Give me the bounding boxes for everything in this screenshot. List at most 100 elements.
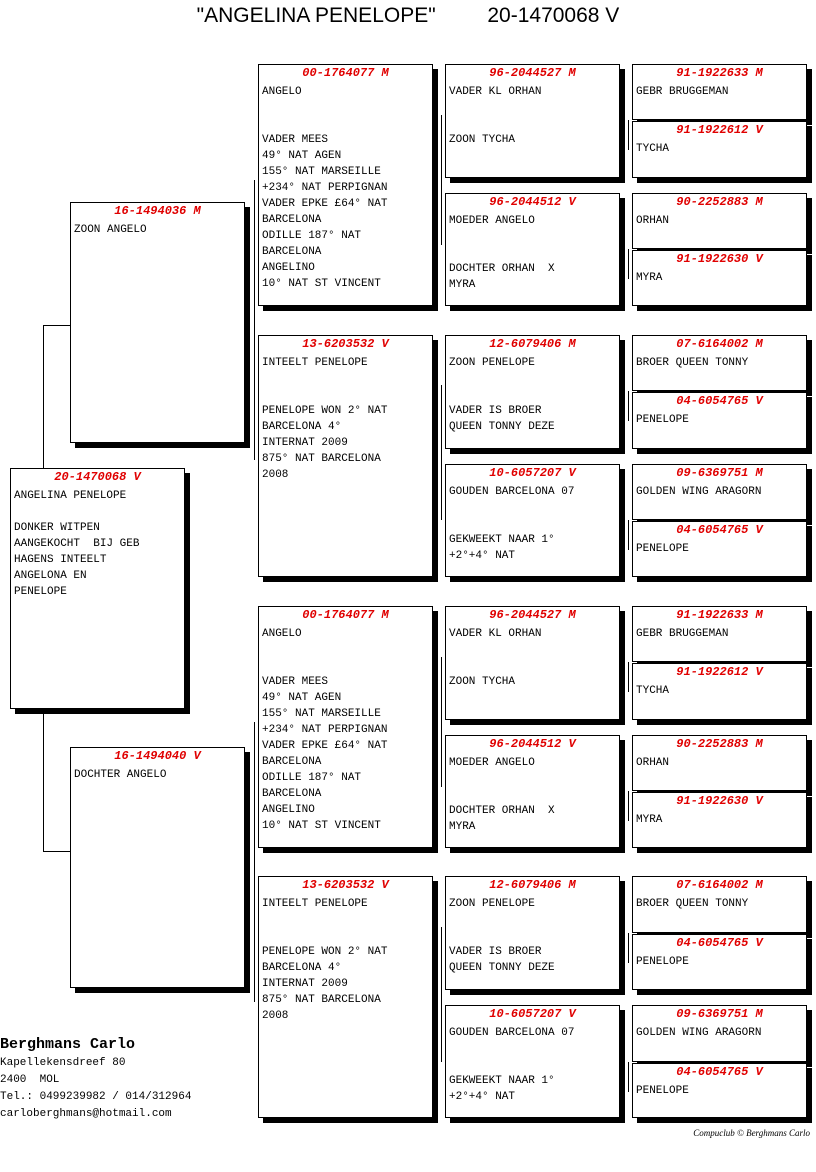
ring-number: 16-1494040 V xyxy=(114,749,201,763)
pedigree-title: "ANGELINA PENELOPE" 20-1470068 V xyxy=(0,4,816,28)
ancestor-card[interactable]: 90-2252883 M ORHAN xyxy=(632,193,807,249)
pigeon-info: ZOON PENELOPE VADER IS BROER QUEEN TONNY… xyxy=(449,898,555,974)
pigeon-info: TYCHA xyxy=(636,143,670,155)
grandfather-maternal-card[interactable]: 00-1764077 M ANGELO VADER MEES 49° NAT A… xyxy=(258,606,433,848)
pigeon-info: ANGELINA PENELOPE DONKER WITPEN AANGEKOC… xyxy=(14,490,140,598)
ancestor-card[interactable]: 91-1922612 V TYCHA xyxy=(632,663,807,720)
ancestor-card[interactable]: 91-1922612 V TYCHA xyxy=(632,121,807,178)
ring-number: 13-6203532 V xyxy=(302,337,389,351)
pigeon-info: TYCHA xyxy=(636,685,670,697)
ring-number: 09-6369751 M xyxy=(676,466,763,480)
owner-address: Kapellekensdreef 80 xyxy=(0,1057,126,1069)
great-grandparent-card[interactable]: 96-2044512 V MOEDER ANGELO DOCHTER ORHAN… xyxy=(445,735,620,848)
father-card[interactable]: 16-1494036 M ZOON ANGELO xyxy=(70,202,245,443)
grandmother-paternal-card[interactable]: 13-6203532 V INTEELT PENELOPE PENELOPE W… xyxy=(258,335,433,577)
ancestor-card[interactable]: 91-1922633 M GEBR BRUGGEMAN xyxy=(632,606,807,662)
pigeon-info: DOCHTER ANGELO xyxy=(74,769,167,781)
ancestor-card[interactable]: 90-2252883 M ORHAN xyxy=(632,735,807,791)
great-grandparent-card[interactable]: 12-6079406 M ZOON PENELOPE VADER IS BROE… xyxy=(445,876,620,990)
connector-line xyxy=(43,325,71,326)
ring-number: 90-2252883 M xyxy=(676,737,763,751)
ring-number: 96-2044512 V xyxy=(489,737,576,751)
connector-line xyxy=(441,385,442,520)
grandfather-paternal-card[interactable]: 00-1764077 M ANGELO VADER MEES 49° NAT A… xyxy=(258,64,433,306)
owner-email[interactable]: carloberghmans@hotmail.com xyxy=(0,1108,172,1120)
ring-number: 91-1922612 V xyxy=(676,123,763,137)
subject-pigeon-card[interactable]: 20-1470068 V ANGELINA PENELOPE DONKER WI… xyxy=(10,468,185,709)
ring-number: 04-6054765 V xyxy=(676,936,763,950)
ring-number: 91-1922612 V xyxy=(676,665,763,679)
owner-contact: Berghmans Carlo Kapellekensdreef 80 2400… xyxy=(0,1035,191,1123)
pigeon-info: BROER QUEEN TONNY xyxy=(636,898,749,910)
pigeon-info: ANGELO VADER MEES 49° NAT AGEN 155° NAT … xyxy=(262,628,388,832)
great-grandparent-card[interactable]: 12-6079406 M ZOON PENELOPE VADER IS BROE… xyxy=(445,335,620,449)
pigeon-info: PENELOPE xyxy=(636,1085,689,1097)
ring-number: 91-1922633 M xyxy=(676,66,763,80)
connector-line xyxy=(628,391,629,421)
ring-number: 90-2252883 M xyxy=(676,195,763,209)
pigeon-info: MOEDER ANGELO DOCHTER ORHAN X MYRA xyxy=(449,757,555,833)
ancestor-card[interactable]: 09-6369751 M GOLDEN WING ARAGORN xyxy=(632,1005,807,1062)
ring-number: 91-1922633 M xyxy=(676,608,763,622)
pigeon-info: PENELOPE xyxy=(636,956,689,968)
great-grandparent-card[interactable]: 96-2044512 V MOEDER ANGELO DOCHTER ORHAN… xyxy=(445,193,620,306)
ancestor-card[interactable]: 91-1922630 V MYRA xyxy=(632,792,807,848)
ancestor-card[interactable]: 91-1922633 M GEBR BRUGGEMAN xyxy=(632,64,807,120)
ancestor-card[interactable]: 04-6054765 V PENELOPE xyxy=(632,392,807,449)
pigeon-info: MYRA xyxy=(636,814,663,826)
ring-number: 00-1764077 M xyxy=(302,608,389,622)
pigeon-ring-number: 20-1470068 V xyxy=(487,4,620,27)
pigeon-info: VADER KL ORHAN ZOON TYCHA xyxy=(449,628,542,688)
ancestor-card[interactable]: 07-6164002 M BROER QUEEN TONNY xyxy=(632,876,807,933)
ring-number: 12-6079406 M xyxy=(489,878,576,892)
ring-number: 13-6203532 V xyxy=(302,878,389,892)
pigeon-info: MYRA xyxy=(636,272,663,284)
great-grandparent-card[interactable]: 96-2044527 M VADER KL ORHAN ZOON TYCHA xyxy=(445,64,620,178)
ring-number: 16-1494036 M xyxy=(114,204,201,218)
connector-line xyxy=(441,927,442,1062)
ancestor-card[interactable]: 91-1922630 V MYRA xyxy=(632,250,807,306)
ring-number: 04-6054765 V xyxy=(676,523,763,537)
connector-line xyxy=(254,180,255,460)
pigeon-info: GOLDEN WING ARAGORN xyxy=(636,1027,762,1039)
ring-number: 10-6057207 V xyxy=(489,1007,576,1021)
connector-line xyxy=(628,1062,629,1092)
ring-number: 00-1764077 M xyxy=(302,66,389,80)
connector-line xyxy=(441,115,442,245)
pigeon-info: INTEELT PENELOPE PENELOPE WON 2° NAT BAR… xyxy=(262,898,388,1022)
ring-number: 20-1470068 V xyxy=(54,470,141,484)
great-grandparent-card[interactable]: 96-2044527 M VADER KL ORHAN ZOON TYCHA xyxy=(445,606,620,720)
connector-line xyxy=(628,249,629,279)
pigeon-info: GEBR BRUGGEMAN xyxy=(636,628,729,640)
ancestor-card[interactable]: 09-6369751 M GOLDEN WING ARAGORN xyxy=(632,464,807,520)
connector-line xyxy=(441,657,442,787)
pigeon-info: GOUDEN BARCELONA 07 GEKWEEKT NAAR 1° +2°… xyxy=(449,1027,575,1103)
ancestor-card[interactable]: 04-6054765 V PENELOPE xyxy=(632,934,807,990)
connector-line xyxy=(628,662,629,692)
ring-number: 96-2044527 M xyxy=(489,66,576,80)
footer-credit: Compuclub © Berghmans Carlo xyxy=(693,1128,810,1138)
pigeon-info: GEBR BRUGGEMAN xyxy=(636,86,729,98)
ring-number: 91-1922630 V xyxy=(676,252,763,266)
grandmother-maternal-card[interactable]: 13-6203532 V INTEELT PENELOPE PENELOPE W… xyxy=(258,876,433,1118)
pigeon-info: GOLDEN WING ARAGORN xyxy=(636,486,762,498)
ancestor-card[interactable]: 04-6054765 V PENELOPE xyxy=(632,521,807,577)
pigeon-info: GOUDEN BARCELONA 07 GEKWEEKT NAAR 1° +2°… xyxy=(449,486,575,562)
pigeon-info: BROER QUEEN TONNY xyxy=(636,357,749,369)
ring-number: 91-1922630 V xyxy=(676,794,763,808)
great-grandparent-card[interactable]: 10-6057207 V GOUDEN BARCELONA 07 GEKWEEK… xyxy=(445,1005,620,1118)
great-grandparent-card[interactable]: 10-6057207 V GOUDEN BARCELONA 07 GEKWEEK… xyxy=(445,464,620,577)
connector-line xyxy=(254,722,255,1002)
pigeon-name: "ANGELINA PENELOPE" xyxy=(196,4,436,27)
ancestor-card[interactable]: 04-6054765 V PENELOPE xyxy=(632,1063,807,1118)
mother-card[interactable]: 16-1494040 V DOCHTER ANGELO xyxy=(70,747,245,988)
ring-number: 09-6369751 M xyxy=(676,1007,763,1021)
owner-name: Berghmans Carlo xyxy=(0,1036,136,1053)
owner-phone: Tel.: 0499239982 / 014/312964 xyxy=(0,1091,192,1103)
ring-number: 07-6164002 M xyxy=(676,878,763,892)
pigeon-info: PENELOPE xyxy=(636,414,689,426)
pigeon-info: INTEELT PENELOPE PENELOPE WON 2° NAT BAR… xyxy=(262,357,388,481)
pigeon-info: ORHAN xyxy=(636,215,670,227)
connector-line xyxy=(628,791,629,821)
ancestor-card[interactable]: 07-6164002 M BROER QUEEN TONNY xyxy=(632,335,807,391)
